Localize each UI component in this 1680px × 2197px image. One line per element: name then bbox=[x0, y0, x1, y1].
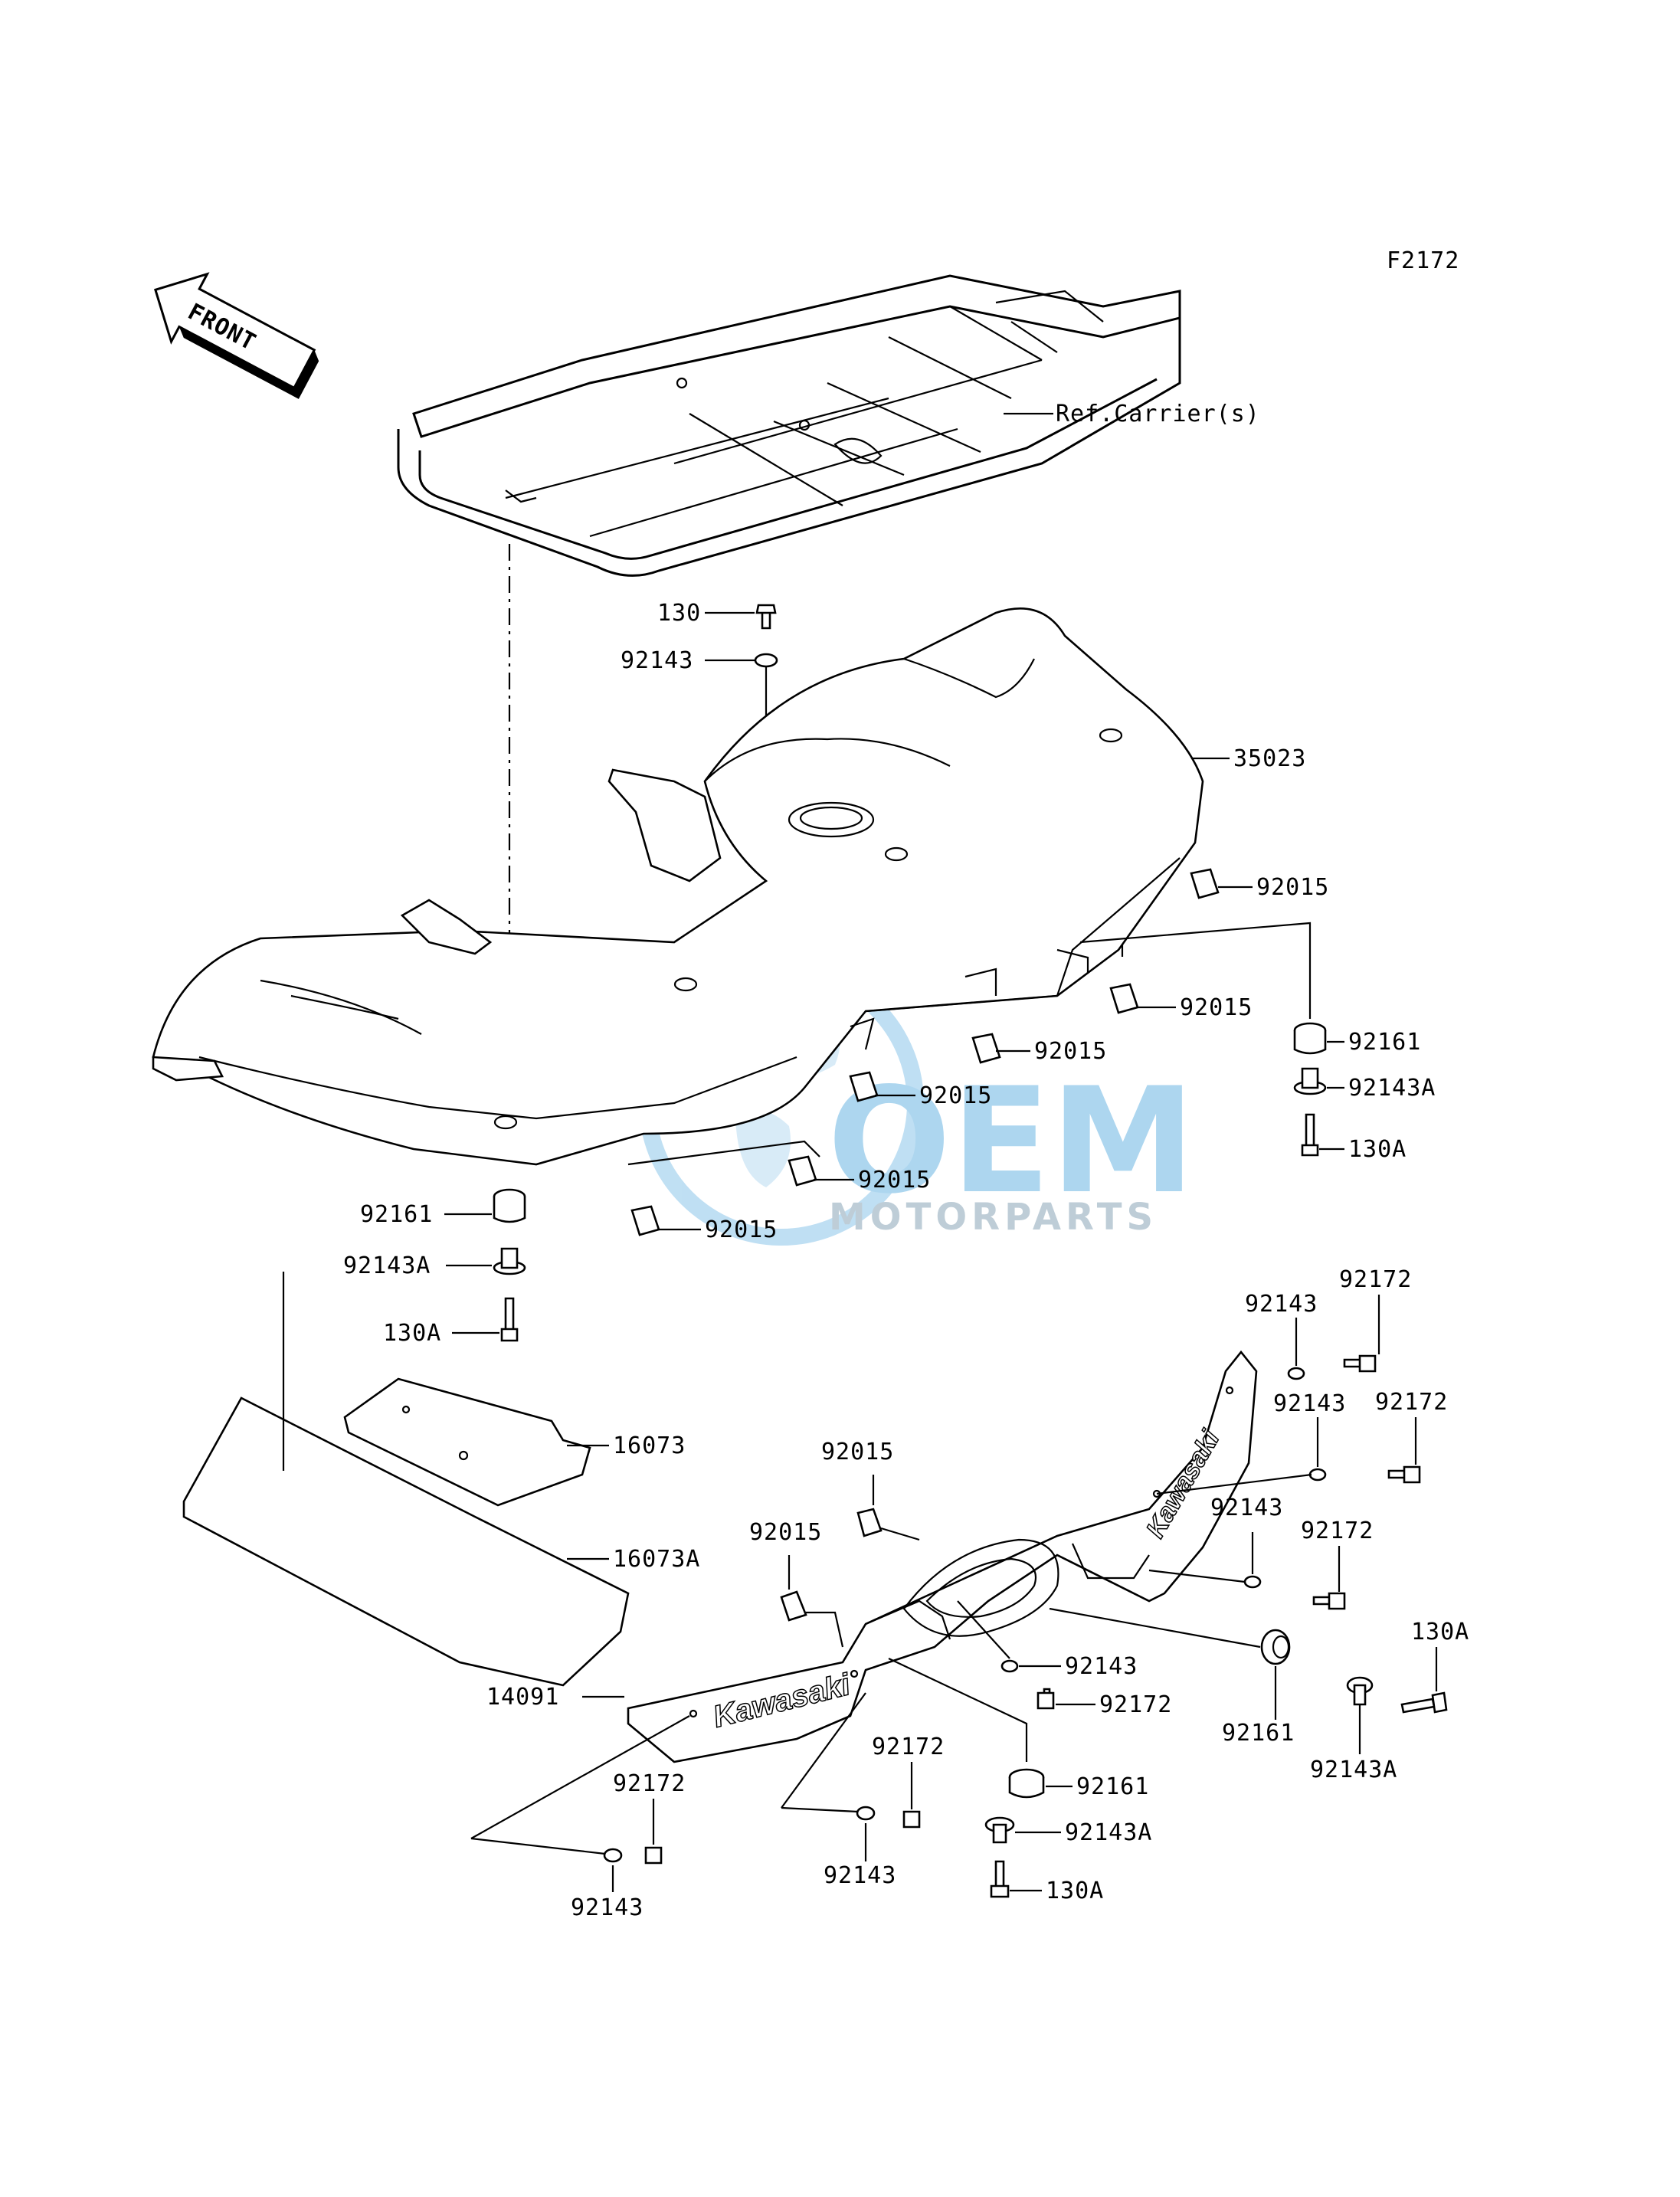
nut-clip-92015-b bbox=[1109, 983, 1139, 1014]
leader-g3-part bbox=[1148, 1569, 1246, 1583]
label-ref-carrier: Ref.Carrier(s) bbox=[1056, 401, 1260, 427]
screw-92172-bl bbox=[644, 1846, 663, 1865]
screw-92172-m bbox=[1036, 1688, 1055, 1710]
collar-92143A-left bbox=[493, 1247, 526, 1275]
washer-92143-g1 bbox=[1287, 1367, 1305, 1380]
label-130A-b: 130A bbox=[1411, 1619, 1469, 1645]
screw-92172-g3 bbox=[1312, 1592, 1346, 1610]
label-92172-g2: 92172 bbox=[1375, 1389, 1448, 1416]
label-14091: 14091 bbox=[486, 1684, 559, 1711]
label-92161-bm: 92161 bbox=[1076, 1773, 1149, 1800]
label-92015-e: 92015 bbox=[858, 1167, 931, 1193]
label-92143-g1: 92143 bbox=[1245, 1291, 1318, 1318]
nut-clip-92015-c bbox=[971, 1033, 1001, 1064]
bolt-130A-b bbox=[1400, 1691, 1448, 1714]
label-92172-g1: 92172 bbox=[1339, 1266, 1412, 1293]
label-92161-right: 92161 bbox=[1348, 1029, 1421, 1056]
label-92172-bm: 92172 bbox=[872, 1734, 945, 1760]
label-130: 130 bbox=[657, 600, 701, 627]
nut-clip-92015-g bbox=[856, 1508, 883, 1537]
bolt-130A-left bbox=[500, 1297, 519, 1342]
label-92015-h: 92015 bbox=[749, 1519, 822, 1546]
watermark: OEM MOTORPARTS bbox=[639, 961, 1195, 1246]
label-92172-g3: 92172 bbox=[1301, 1518, 1374, 1544]
washer-92143-top bbox=[754, 653, 778, 668]
washer-92143-g2 bbox=[1308, 1468, 1327, 1482]
leader-92015-g bbox=[872, 1475, 920, 1541]
washer-92143-bl bbox=[603, 1848, 623, 1863]
screw-92172-g1 bbox=[1343, 1354, 1377, 1373]
label-92161-b: 92161 bbox=[1222, 1720, 1295, 1747]
carrier-rack bbox=[397, 274, 1181, 577]
label-92143-bm: 92143 bbox=[824, 1862, 896, 1889]
label-92015-f: 92015 bbox=[705, 1216, 778, 1243]
leader-right-stack bbox=[1079, 922, 1312, 1019]
nut-clip-92015-h bbox=[780, 1590, 807, 1622]
label-130A-right: 130A bbox=[1348, 1136, 1407, 1163]
label-92015-a: 92015 bbox=[1256, 874, 1329, 901]
watermark-main: OEM bbox=[827, 1056, 1195, 1226]
leader-g2-part bbox=[1156, 1473, 1312, 1495]
washer-92143-bm bbox=[856, 1806, 876, 1821]
label-92161-left: 92161 bbox=[360, 1201, 433, 1228]
label-92143A-bm: 92143A bbox=[1065, 1819, 1152, 1846]
mud-flap-16073A bbox=[182, 1396, 630, 1687]
front-arrow-icon: FRONT bbox=[154, 272, 319, 399]
watermark-sub: MOTORPARTS bbox=[829, 1196, 1158, 1239]
washer-92143-g3 bbox=[1243, 1575, 1262, 1589]
bolt-130 bbox=[755, 604, 777, 630]
mud-flap-16073 bbox=[343, 1377, 591, 1507]
label-92143A-b: 92143A bbox=[1310, 1757, 1397, 1783]
label-92015-c: 92015 bbox=[1034, 1038, 1107, 1065]
label-92143A-left: 92143A bbox=[343, 1252, 431, 1279]
leader-bm-group bbox=[781, 1692, 866, 1813]
leader-92143-m bbox=[957, 1600, 1061, 1668]
label-35023: 35023 bbox=[1233, 745, 1306, 772]
label-130A-left: 130A bbox=[383, 1320, 441, 1347]
bolt-130A-bm bbox=[990, 1860, 1010, 1898]
nut-clip-92015-a bbox=[1190, 868, 1220, 899]
collar-92143A-bm bbox=[984, 1816, 1015, 1844]
label-92143A-right: 92143A bbox=[1348, 1075, 1436, 1102]
label-92015-b: 92015 bbox=[1180, 994, 1253, 1021]
nut-clip-92015-e bbox=[788, 1155, 817, 1187]
label-16073A: 16073A bbox=[613, 1546, 700, 1573]
collar-92143A-b bbox=[1346, 1676, 1374, 1706]
label-16073: 16073 bbox=[613, 1432, 686, 1459]
label-92143-top: 92143 bbox=[621, 647, 693, 674]
label-92143-m: 92143 bbox=[1065, 1653, 1138, 1680]
grommet-92161-left bbox=[493, 1188, 526, 1223]
leader-92015-h bbox=[788, 1555, 844, 1648]
bolt-130A-right bbox=[1301, 1113, 1319, 1157]
label-130A-bm: 130A bbox=[1046, 1878, 1104, 1904]
grommet-92161-bm bbox=[1008, 1768, 1045, 1799]
screw-92172-g2 bbox=[1387, 1465, 1421, 1484]
label-92172-bl: 92172 bbox=[613, 1770, 686, 1797]
nut-clip-92015-f bbox=[630, 1205, 660, 1236]
rear-fender bbox=[152, 607, 1204, 1166]
screw-92172-bm bbox=[902, 1810, 921, 1829]
label-92172-m: 92172 bbox=[1099, 1691, 1172, 1718]
label-92015-d: 92015 bbox=[919, 1082, 992, 1109]
label-92143-g2: 92143 bbox=[1273, 1390, 1346, 1417]
label-92143-g3: 92143 bbox=[1210, 1495, 1283, 1521]
washer-92143-m bbox=[1000, 1659, 1019, 1673]
leader-bm-stack bbox=[888, 1658, 1028, 1762]
leader-bl-group bbox=[470, 1715, 690, 1855]
figure-code: F2172 bbox=[1387, 247, 1459, 274]
grommet-92161-b bbox=[1260, 1629, 1291, 1665]
label-92143-bl: 92143 bbox=[571, 1894, 644, 1921]
grommet-92161-right bbox=[1293, 1022, 1327, 1055]
leader-92161-b bbox=[1049, 1607, 1277, 1720]
label-92015-g: 92015 bbox=[821, 1439, 894, 1465]
collar-92143A-right bbox=[1293, 1067, 1327, 1095]
